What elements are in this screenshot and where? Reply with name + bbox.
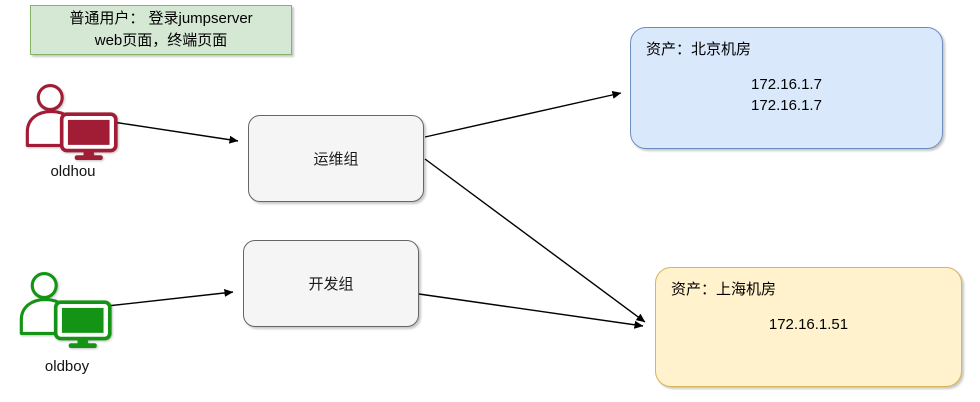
asset-beijing-ip-2: 172.16.1.7 — [751, 97, 822, 114]
note-line-1: 普通用户： 登录jumpserver — [69, 10, 253, 27]
asset-beijing-ip-1: 172.16.1.7 — [751, 76, 822, 93]
edge-ops-to-shanghai — [424, 158, 646, 323]
user-label-oldboy: oldboy — [44, 358, 90, 375]
user-label-oldhou: oldhou — [50, 163, 96, 180]
asset-shanghai-ip-1: 172.16.1.51 — [768, 316, 849, 333]
edge-dev-to-shanghai — [418, 293, 644, 329]
group-node-ops: 运维组 — [248, 115, 424, 202]
edge-ops-to-beijing — [424, 90, 622, 138]
user-monitor-icon-oldhou — [25, 84, 118, 160]
asset-shanghai-title: 资产：上海机房 — [671, 281, 777, 298]
group-node-dev-label: 开发组 — [308, 276, 354, 293]
note-normal-user: 普通用户： 登录jumpserver web页面，终端页面 — [30, 5, 292, 55]
edge-oldboy-to-dev — [97, 288, 234, 308]
asset-beijing-title: 资产：北京机房 — [646, 41, 752, 58]
edge-oldhou-to-ops — [112, 121, 239, 144]
user-monitor-icon-oldboy — [19, 272, 112, 348]
group-node-ops-label: 运维组 — [313, 151, 359, 168]
group-node-dev: 开发组 — [243, 240, 419, 327]
asset-node-shanghai: 资产：上海机房 172.16.1.51 — [655, 267, 962, 387]
asset-shanghai-ips: 172.16.1.51 — [656, 314, 961, 335]
note-line-2: web页面，终端页面 — [94, 32, 228, 49]
asset-node-beijing: 资产：北京机房 172.16.1.7 172.16.1.7 — [630, 27, 943, 149]
asset-beijing-ips: 172.16.1.7 172.16.1.7 — [631, 74, 942, 116]
